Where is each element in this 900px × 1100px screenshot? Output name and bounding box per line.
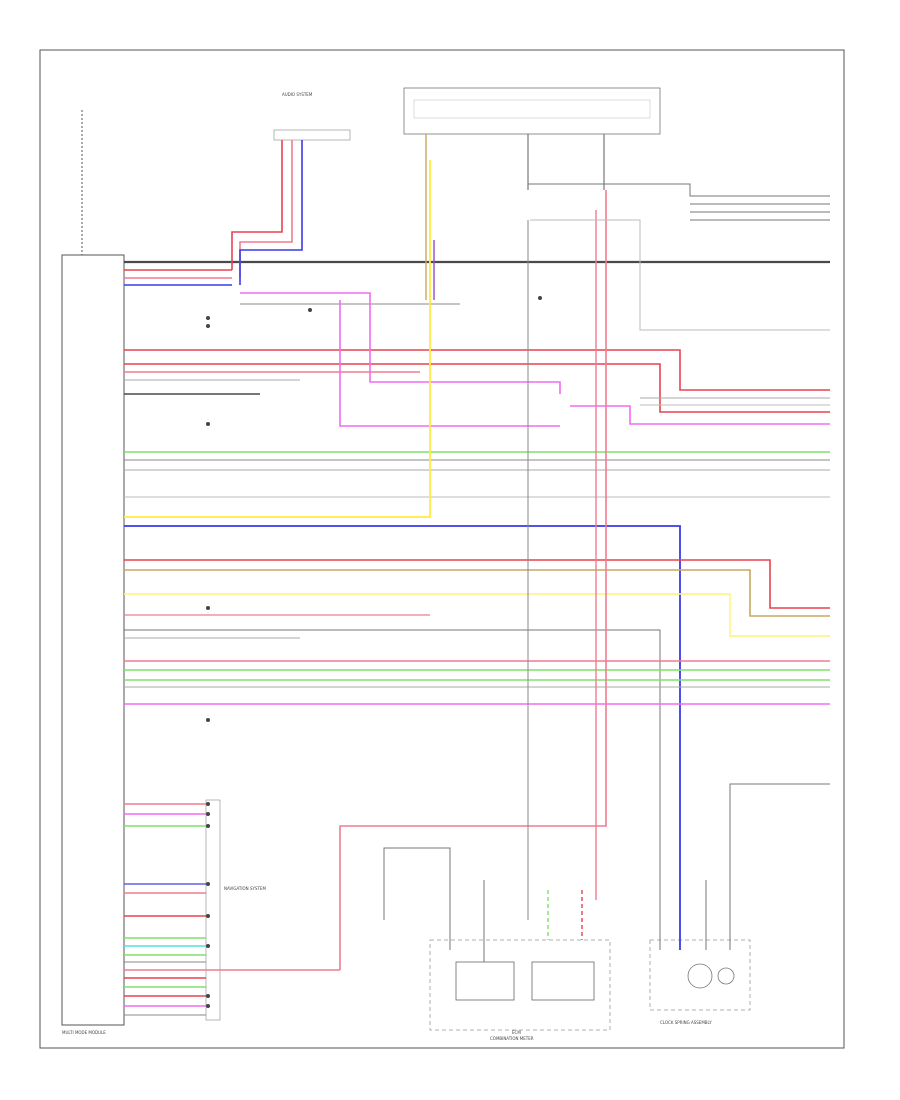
splice-dot — [206, 994, 210, 998]
splice-dot — [206, 914, 210, 918]
wire-blue-audio — [239, 140, 303, 285]
clock-spring-label: CLOCK SPRING ASSEMBLY — [660, 1020, 712, 1025]
wire-olive-1 — [124, 569, 830, 617]
splice-dot — [206, 812, 210, 816]
splice-dot — [206, 882, 210, 886]
wire-red-audio — [231, 140, 283, 270]
audio-system-label: AUDIO SYSTEM — [282, 92, 313, 97]
wire-yellow-2 — [124, 593, 830, 637]
splice-dot — [206, 422, 210, 426]
splice-dot — [308, 308, 312, 312]
wire-grey-right-e — [530, 219, 830, 331]
module-label: MULTI MODE MODULE — [62, 1030, 106, 1035]
fuse-box — [403, 87, 661, 135]
splice-dot — [206, 324, 210, 328]
wire-magenta-2 — [339, 300, 560, 427]
wire-red-4 — [124, 559, 830, 609]
ecm-label: ECM — [512, 1030, 521, 1035]
clock-spring-box — [649, 939, 751, 1011]
splice-dot — [206, 944, 210, 948]
splice-dot — [206, 316, 210, 320]
fuse-box-inner — [413, 99, 651, 119]
wire-red-1 — [124, 349, 830, 391]
splice-dot — [538, 296, 542, 300]
wire-blue — [124, 525, 681, 950]
audio-connector — [273, 129, 351, 141]
ecm-box — [455, 961, 515, 1001]
wire-magenta-1 — [369, 300, 561, 394]
speedometer-box — [531, 961, 595, 1001]
clock-spring-symbol-2 — [717, 967, 735, 985]
wire-grey-right-a — [528, 183, 830, 197]
splice-dot — [206, 718, 210, 722]
combination-meter-box — [429, 939, 611, 1031]
splice-dot — [206, 824, 210, 828]
diagram-frame — [39, 49, 845, 1049]
splice-dot — [206, 802, 210, 806]
combination-meter-label: COMBINATION METER — [490, 1036, 534, 1041]
wire-yellow — [124, 160, 431, 518]
wire-pink-audio — [239, 140, 293, 278]
wire-grey-meter-1 — [383, 847, 451, 950]
wire-red-long — [339, 190, 607, 970]
clock-spring-symbol — [687, 963, 713, 989]
multi-mode-module — [61, 254, 125, 1026]
wire-magenta-3 — [570, 405, 830, 425]
wire-grey-clock — [729, 783, 830, 950]
navigation-system-label: NAVIGATION SYSTEM — [224, 886, 266, 891]
wire-grey-5 — [124, 629, 661, 950]
splice-dot — [206, 1004, 210, 1008]
wire-red-2 — [124, 363, 830, 413]
navigation-bracket — [205, 799, 221, 1021]
splice-dot — [206, 606, 210, 610]
wire-magenta-nav — [240, 292, 371, 300]
